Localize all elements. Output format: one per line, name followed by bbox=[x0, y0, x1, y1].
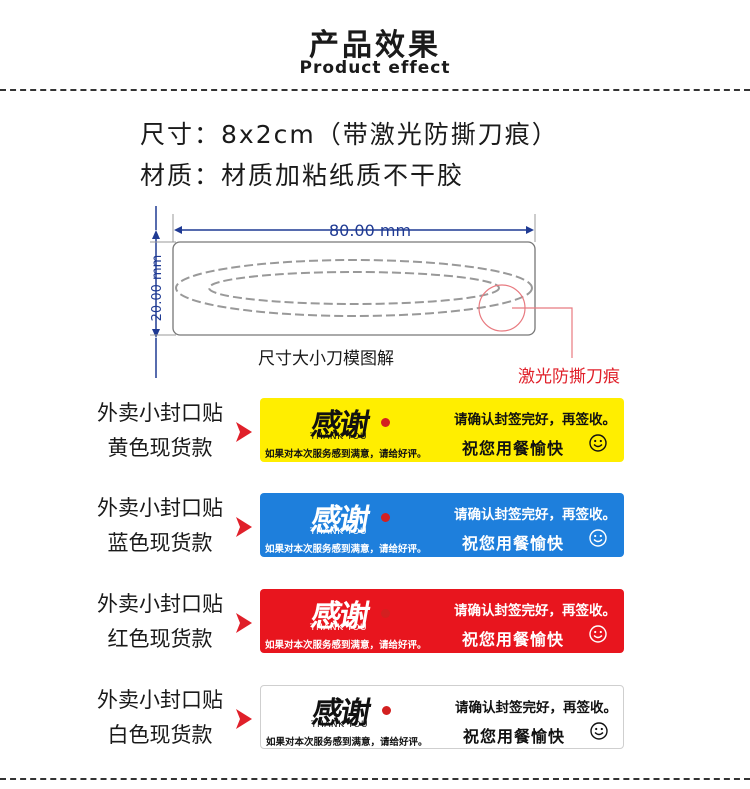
width-arrow-left-icon bbox=[174, 226, 182, 234]
top-divider bbox=[0, 89, 750, 91]
sticker-note: 如果对本次服务感到满意，请给好评。 bbox=[265, 544, 427, 555]
laser-pointer-line bbox=[512, 307, 573, 358]
sticker-line2: 祝您用餐愉快 bbox=[462, 439, 565, 458]
arrow-right-icon bbox=[236, 422, 252, 442]
variant-label-line1: 外卖小封口贴 bbox=[97, 496, 223, 520]
smiley-icon bbox=[589, 434, 607, 452]
sticker-line1: 请确认封签完好，再签收。 bbox=[455, 700, 617, 716]
spec-size: 尺寸：8x2cm（带激光防撕刀痕） bbox=[140, 120, 559, 149]
thank-you-text: THANK YOU bbox=[310, 623, 368, 633]
laser-cut-inner bbox=[208, 271, 500, 305]
laser-label: 激光防撕刀痕 bbox=[518, 367, 620, 387]
sticker-line2: 祝您用餐愉快 bbox=[462, 630, 565, 649]
die-cut-diagram: 80.00 mm 20.00 mm bbox=[150, 206, 573, 378]
variant-label: 外卖小封口贴蓝色现货款 bbox=[80, 491, 240, 561]
sticker-note: 如果对本次服务感到满意，请给好评。 bbox=[265, 640, 427, 651]
seal-icon bbox=[381, 418, 390, 427]
sticker-line1: 请确认封签完好，再签收。 bbox=[454, 603, 616, 619]
thank-you-text: THANK YOU bbox=[311, 720, 369, 730]
smiley-icon bbox=[589, 529, 607, 547]
variant-label-line1: 外卖小封口贴 bbox=[97, 401, 223, 425]
label-outline bbox=[172, 241, 536, 336]
laser-cut-outer bbox=[175, 259, 533, 317]
width-label: 80.00 mm bbox=[329, 221, 411, 240]
thank-you-text: THANK YOU bbox=[310, 432, 368, 442]
sticker-line1: 请确认封签完好，再签收。 bbox=[454, 507, 616, 523]
variant-label-line2: 蓝色现货款 bbox=[107, 531, 213, 555]
smiley-icon bbox=[590, 722, 608, 740]
arrow-right-icon bbox=[236, 517, 252, 537]
variant-label-line2: 黄色现货款 bbox=[107, 436, 213, 460]
seal-icon bbox=[381, 513, 390, 522]
variant-label-line1: 外卖小封口贴 bbox=[97, 592, 223, 616]
arrow-right-icon bbox=[236, 613, 252, 633]
page-subtitle: Product effect bbox=[299, 58, 451, 78]
sticker-line2: 祝您用餐愉快 bbox=[462, 534, 565, 553]
smiley-icon bbox=[589, 625, 607, 643]
width-arrow-right-icon bbox=[526, 226, 534, 234]
diagram-caption: 尺寸大小刀模图解 bbox=[258, 349, 394, 369]
arrow-right-icon bbox=[236, 709, 252, 729]
bottom-divider bbox=[0, 778, 750, 780]
page-title: 产品效果 bbox=[309, 28, 441, 63]
height-arrow-bottom-icon bbox=[152, 329, 160, 338]
spec-material: 材质：材质加粘纸质不干胶 bbox=[140, 161, 465, 190]
seal-icon bbox=[381, 609, 390, 618]
height-label: 20.00 mm bbox=[150, 255, 165, 322]
variant-label-line2: 红色现货款 bbox=[107, 627, 213, 651]
variant-label: 外卖小封口贴白色现货款 bbox=[80, 683, 240, 753]
seal-icon bbox=[382, 706, 391, 715]
variant-label: 外卖小封口贴红色现货款 bbox=[80, 587, 240, 657]
sticker-note: 如果对本次服务感到满意，请给好评。 bbox=[266, 737, 428, 748]
sticker-note: 如果对本次服务感到满意，请给好评。 bbox=[265, 449, 427, 460]
variant-label-line2: 白色现货款 bbox=[107, 723, 213, 747]
sticker-line1: 请确认封签完好，再签收。 bbox=[454, 412, 616, 428]
thank-you-text: THANK YOU bbox=[310, 527, 368, 537]
sticker-line2: 祝您用餐愉快 bbox=[463, 727, 566, 746]
variant-label: 外卖小封口贴黄色现货款 bbox=[80, 396, 240, 466]
variant-label-line1: 外卖小封口贴 bbox=[97, 688, 223, 712]
height-arrow-top-icon bbox=[152, 230, 160, 239]
